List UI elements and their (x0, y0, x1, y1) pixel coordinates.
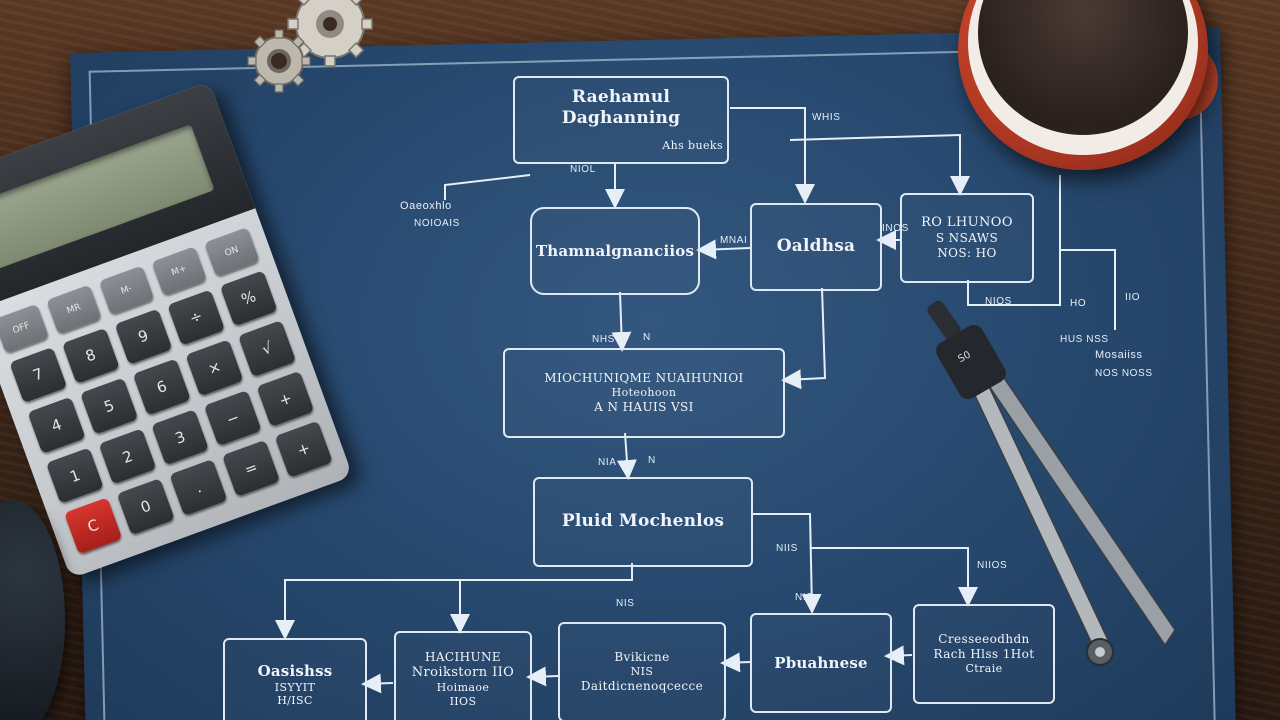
flow-box-bottom-1-line2: ISYYIT (274, 680, 316, 694)
label-center-mid-right: INOS (882, 223, 909, 234)
flow-box-bottom-3: Bvikicne NIS Daitdicnenoqcecce (558, 622, 726, 720)
flow-box-bottom-2-line3: Hoimaoe (436, 680, 490, 694)
connector-hub-b1 (275, 563, 633, 640)
connector-center-mid (781, 287, 827, 390)
flow-box-bottom-1-line1: Oasishss (257, 661, 333, 680)
label-left-note-2: NOIOAIS (414, 218, 460, 229)
label-left-note-1: Oaeoxhlo (400, 200, 452, 212)
flow-box-mid: MIOCHUNIQME NUAIHUNIOI Hoteohoon A N HAU… (503, 348, 785, 438)
label-top-right-small: WHIS (812, 112, 841, 123)
label-hub-arrow-left: NIA (598, 457, 617, 468)
label-hub-right-lower: NIS (795, 592, 814, 603)
flow-box-bottom-2-line4: IIOS (449, 694, 477, 708)
flow-box-right-line3: NOS: HO (937, 246, 997, 261)
flow-box-bottom-3-line3: Daitdicnenoqcecce (580, 678, 704, 693)
flow-box-top-title: Raehamul Daghanning (561, 86, 681, 129)
flow-box-right: RO LHUNOO S NSAWS NOS: HO (900, 193, 1034, 283)
label-far-right-4: Mosaiiss (1095, 349, 1143, 361)
flow-box-bottom-5-line3: Ctraie (965, 662, 1003, 676)
label-hub-far-right: NIIOS (977, 560, 1008, 571)
flow-box-top: Raehamul Daghanning Ahs bueks (513, 76, 729, 164)
flow-box-bottom-3-line1: Bvikicne (614, 650, 670, 665)
label-center-mid-left: MNAI (720, 235, 748, 246)
flow-box-hub: Pluid Mochenlos (533, 477, 753, 567)
flow-box-right-line1: RO LHUNOO (921, 214, 1013, 230)
connector-top-note (444, 174, 531, 200)
connector-b5-b4 (884, 645, 913, 666)
connector-right-loop (967, 175, 1061, 306)
label-right-bottom-small: NIOS (985, 296, 1012, 307)
connector-b2-b1 (361, 673, 394, 694)
compass-label: S0 (956, 349, 972, 365)
connector-top-right (789, 133, 970, 196)
label-hub-arrow-right: N (648, 455, 656, 466)
flow-box-bottom-1-line3: H/ISC (277, 694, 313, 708)
flow-box-bottom-3-line2: NIS (630, 665, 654, 679)
flow-box-bottom-5-line2: Rach Hlss 1Hot (933, 647, 1035, 662)
label-far-right-3: HUS NSS (1060, 334, 1109, 345)
flow-box-mid-line1: MIOCHUNIQME NUAIHUNIOI (544, 371, 744, 386)
label-far-right-2: IIO (1125, 292, 1141, 303)
flow-box-hub-title: Pluid Mochenlos (561, 511, 725, 532)
flow-box-bottom-4: Pbuahnese (750, 613, 892, 713)
flow-box-center: Oaldhsa (750, 203, 882, 291)
flow-box-bottom-2-line2: Nroikstorn IIO (411, 664, 515, 680)
flow-box-bottom-2: HACIHUNE Nroikstorn IIO Hoimaoe IIOS (394, 631, 532, 720)
flow-box-left-title: Thamnalgnanciios (535, 241, 695, 260)
connector-hub-b4 (752, 513, 822, 614)
connector-far-right (1060, 249, 1116, 330)
label-mid-arrow-right: N (643, 332, 651, 343)
label-far-right-1: HO (1070, 298, 1087, 309)
label-mid-arrow-left: NHS (592, 334, 615, 345)
flow-box-bottom-5: Cresseeodhdn Rach Hlss 1Hot Ctraie (913, 604, 1055, 704)
label-hub-below: NIS (616, 598, 635, 609)
label-far-right-5: NOS NOSS (1095, 368, 1153, 379)
flow-box-center-title: Oaldhsa (776, 236, 856, 257)
flow-box-bottom-5-line1: Cresseeodhdn (938, 632, 1030, 647)
connector-left-mid (611, 291, 632, 352)
connector-center-left (696, 239, 751, 260)
connector-top-center (730, 107, 815, 204)
gear-icon (287, 0, 373, 67)
coffee-mug (958, 0, 1230, 170)
connector-mid-hub (616, 432, 637, 480)
label-top-left-small: NIOL (570, 164, 596, 175)
flow-box-top-sub: Ahs bueks (662, 139, 723, 153)
flow-box-bottom-1: Oasishss ISYYIT H/ISC (223, 638, 367, 720)
label-hub-right-small: NIIS (776, 543, 798, 554)
flow-box-right-line2: S NSAWS (935, 231, 999, 246)
flow-box-left: Thamnalgnanciios (530, 207, 700, 295)
small-gear-icon (247, 29, 311, 93)
flow-box-mid-line3: A N HAUIS VSI (594, 399, 694, 414)
flow-box-bottom-2-line1: HACIHUNE (424, 649, 502, 664)
connector-hub-b5 (810, 547, 978, 607)
flow-box-mid-line2: Hoteohoon (611, 386, 677, 400)
flow-box-bottom-4-title: Pbuahnese (774, 653, 868, 672)
connector-b3-b2 (526, 666, 559, 687)
connector-b4-b3 (720, 652, 751, 673)
